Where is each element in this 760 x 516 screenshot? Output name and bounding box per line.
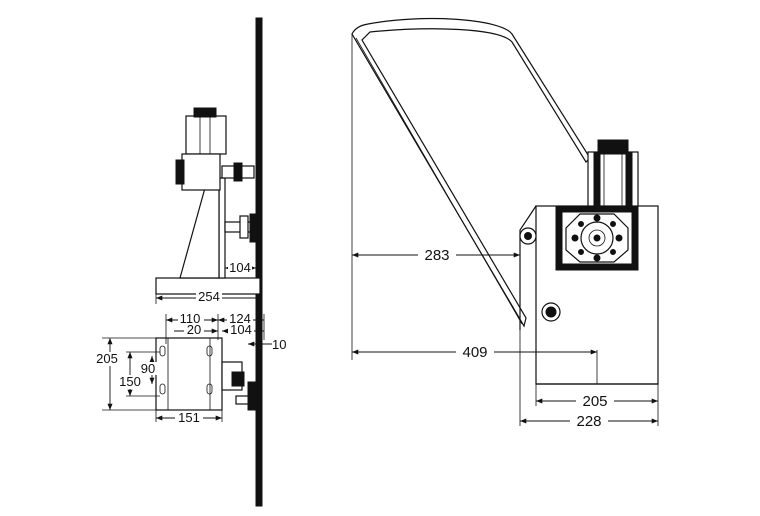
dim-label-side-top-offset: 104 [229, 260, 251, 275]
dim-label-bottom-inner-left: 20 [187, 322, 201, 337]
side-gearbox-cap [175, 159, 185, 185]
dim-label-bottom-upper-left: 110 [180, 311, 201, 326]
side-gearbox [181, 153, 221, 191]
dim-label-bottom-overall-width: 151 [178, 410, 200, 425]
side-door-panel [255, 17, 263, 507]
side-view: 104 254 [155, 17, 263, 507]
front-swing-arm [351, 17, 591, 328]
bottom-base-plate [155, 337, 223, 411]
bottom-view: 110 124 20 104 10 205 150 90 [94, 311, 286, 425]
bottom-shaft-nut [231, 371, 245, 387]
bottom-slot [206, 383, 213, 395]
side-bracket-plate [218, 177, 226, 279]
front-view: 283 409 205 228 [351, 17, 659, 430]
front-flange-center [580, 221, 614, 255]
side-motor-housing [185, 115, 227, 155]
dim-label-bottom-upper-right: 124 [229, 311, 251, 326]
side-shaft-nut [233, 162, 243, 182]
side-gusset [179, 187, 220, 279]
dim-label-bottom-mounting-span: 150 [119, 374, 141, 389]
dim-label-bottom-offset: 10 [272, 337, 286, 352]
bottom-hinge-block [247, 381, 259, 411]
bottom-slot [159, 345, 166, 357]
dim-label-front-reach: 283 [424, 247, 449, 264]
bottom-slot [159, 383, 166, 395]
dim-label-front-base-width: 205 [582, 393, 607, 410]
side-hinge-collar [239, 215, 249, 239]
side-hinge-block [249, 213, 259, 243]
dim-label-bottom-slot-span: 90 [141, 361, 155, 376]
dim-label-front-overall-width: 228 [576, 413, 601, 430]
side-motor-top [193, 107, 217, 118]
dim-label-side-overall-width: 254 [198, 289, 220, 304]
dim-label-front-projection: 409 [462, 344, 487, 361]
front-motor-cap [597, 139, 629, 155]
bottom-slot [206, 345, 213, 357]
dim-label-bottom-overall-height: 205 [96, 351, 118, 366]
dim-label-bottom-inner-right: 104 [230, 322, 252, 337]
